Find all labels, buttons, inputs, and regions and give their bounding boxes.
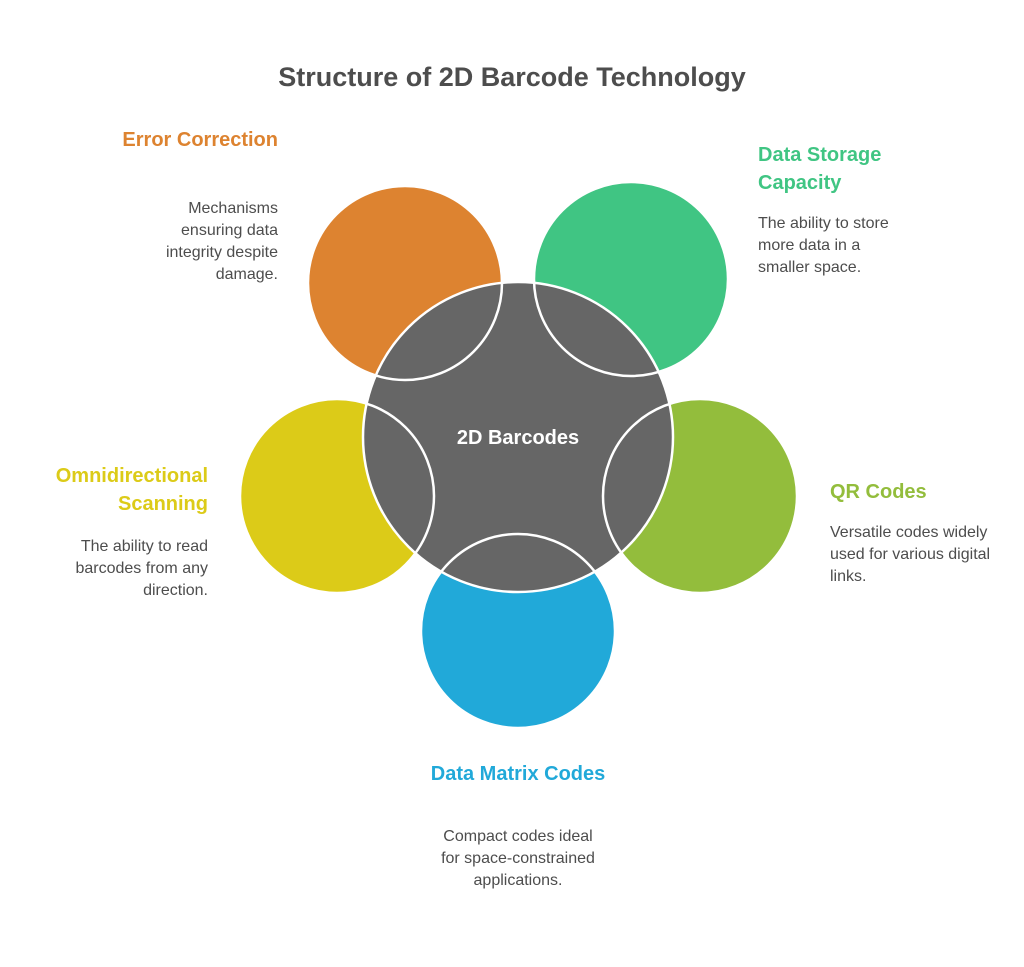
node-label-qr-codes: QR Codes [830, 481, 927, 503]
center-label: 2D Barcodes [457, 427, 579, 449]
omnidirectional-outline [238, 397, 436, 595]
data-storage-outline [532, 180, 730, 378]
qr-codes-outline [601, 397, 799, 595]
center-circle [363, 282, 673, 592]
node-desc-qr-codes: Versatile codes widely used for various … [830, 524, 991, 585]
center-outline [361, 280, 675, 594]
node-desc-omnidirectional: The ability to read barcodes from any di… [75, 538, 208, 599]
overlap-outlines [238, 180, 799, 730]
page-title: Structure of 2D Barcode Technology [278, 62, 746, 92]
node-label-error-correction: Error Correction [122, 129, 278, 151]
node-desc-error-correction: Mechanisms ensuring data integrity despi… [165, 200, 278, 283]
data-matrix-outline [419, 532, 617, 730]
node-desc-data-storage: The ability to store more data in a smal… [758, 215, 889, 276]
node-label-data-storage: Data Storage Capacity [758, 144, 882, 194]
node-label-data-matrix: Data Matrix Codes [430, 763, 606, 785]
node-label-omnidirectional: Omnidirectional Scanning [55, 465, 208, 515]
node-desc-data-matrix: Compact codes ideal for space-constraine… [441, 828, 595, 889]
